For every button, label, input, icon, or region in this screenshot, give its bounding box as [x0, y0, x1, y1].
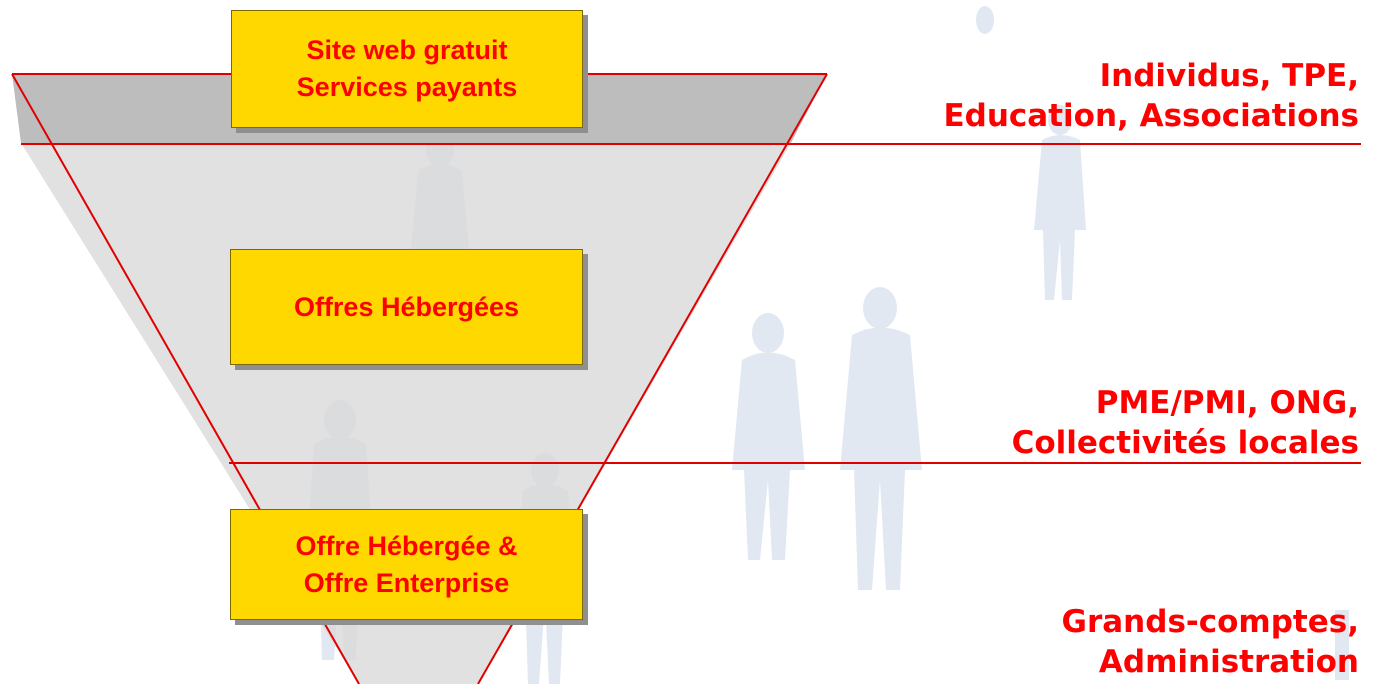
segment-label-sme: PME/PMI, ONG, Collectivités locales — [1012, 383, 1359, 463]
segment-label-sme-line1: PME/PMI, ONG, — [1095, 385, 1359, 421]
offer-box-enterprise-line1: Offre Hébergée & — [295, 530, 518, 561]
funnel-body — [21, 143, 791, 684]
segment-label-large-accounts: Grands-comptes, Administration — [1062, 602, 1359, 682]
segment-divider-middle — [229, 462, 1361, 464]
offer-box-hosted: Offres Hébergées — [230, 249, 583, 365]
offer-box-free-site-line2: Services payants — [296, 72, 518, 102]
segment-label-large-accounts-line2: Administration — [1098, 644, 1359, 680]
offer-box-enterprise: Offre Hébergée & Offre Enterprise — [230, 509, 583, 620]
segment-label-individuals-line1: Individus, TPE, — [1099, 58, 1359, 94]
segment-label-individuals-line2: Education, Associations — [943, 98, 1360, 134]
segment-label-sme-line2: Collectivités locales — [1011, 425, 1359, 461]
segment-divider-top — [21, 143, 1361, 145]
segment-label-individuals: Individus, TPE, Education, Associations — [944, 56, 1360, 136]
offer-box-hosted-line1: Offres Hébergées — [293, 291, 520, 322]
offer-box-free-site: Site web gratuit Services payants — [231, 10, 583, 128]
segment-label-large-accounts-line1: Grands-comptes, — [1061, 604, 1359, 640]
offer-box-enterprise-line2: Offre Enterprise — [303, 567, 510, 598]
offer-box-free-site-line1: Site web gratuit — [306, 35, 508, 65]
